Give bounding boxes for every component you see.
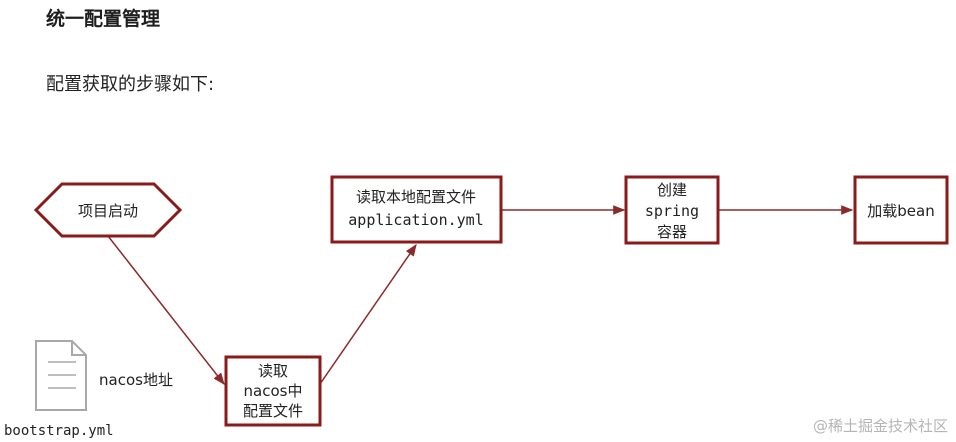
edge-start-to-read-nacos xyxy=(107,235,225,385)
load-bean-node: 加载bean xyxy=(853,175,949,245)
read-local-line-1: 读取本地配置文件 xyxy=(356,188,476,206)
create-spring-line-2: spring xyxy=(645,202,699,220)
read-nacos-line-2: nacos中 xyxy=(244,382,303,400)
read-local-line-2: application.yml xyxy=(348,211,483,229)
read-nacos-node: 读取 nacos中 配置文件 xyxy=(224,355,322,427)
load-bean-label: 加载bean xyxy=(867,202,934,220)
start-node: 项目启动 xyxy=(33,182,183,238)
page-title: 统一配置管理 xyxy=(46,8,161,30)
file-name: bootstrap.yml xyxy=(4,423,114,439)
read-nacos-line-3: 配置文件 xyxy=(243,402,303,420)
create-spring-line-1: 创建 xyxy=(657,181,687,199)
read-nacos-line-1: 读取 xyxy=(258,362,288,380)
start-node-label: 项目启动 xyxy=(78,202,138,220)
edge-read-nacos-to-read-local xyxy=(319,244,417,385)
read-local-node: 读取本地配置文件 application.yml xyxy=(330,175,503,244)
create-spring-line-3: 容器 xyxy=(657,223,687,241)
create-spring-node: 创建 spring 容器 xyxy=(624,175,720,245)
page-subtitle: 配置获取的步骤如下: xyxy=(46,74,215,95)
watermark: @稀土掘金技术社区 xyxy=(812,417,948,435)
file-content-label: nacos地址 xyxy=(99,371,173,389)
document-icon xyxy=(35,340,87,411)
